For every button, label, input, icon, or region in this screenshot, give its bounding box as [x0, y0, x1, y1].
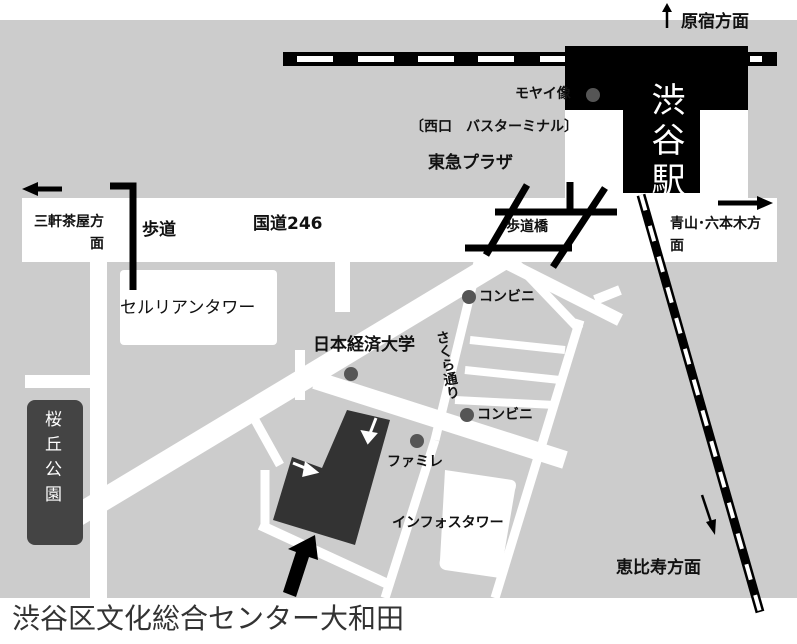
- university-label: 日本経済大学: [313, 335, 415, 355]
- cerulean-tower-label: セルリアンタワー: [120, 298, 256, 318]
- poi-dots: [344, 88, 600, 448]
- cerulean-tower-block: [120, 270, 277, 345]
- side-streets: [39, 248, 623, 600]
- tokyu-plaza-label: 東急プラザ: [428, 153, 513, 173]
- bus-terminal-label: 〔西口 バスターミナル〕: [410, 119, 578, 135]
- famima-label: ファミレ: [387, 454, 443, 470]
- moyai-label: モヤイ像: [515, 86, 571, 102]
- park-label: 桜丘公園: [41, 410, 61, 510]
- sakuragaoka-park: [27, 400, 83, 545]
- infos-tower-label: インフォスタワー: [392, 515, 504, 531]
- conveni-label-1: コンビニ: [479, 289, 535, 305]
- aoyama-direction: 青山･六本木方面: [670, 216, 761, 254]
- map-title: 渋谷区文化総合センター大和田: [12, 602, 405, 635]
- venue-pointer-arrow: [283, 535, 318, 597]
- footbridge-icon: [465, 182, 617, 269]
- conveni-label-2: コンビニ: [477, 407, 533, 423]
- infos-tower-block: [439, 470, 516, 578]
- station-name: 渋谷駅: [645, 82, 685, 202]
- ebisu-direction: 恵比寿方面: [616, 558, 701, 578]
- route-246-label: 国道246: [253, 214, 323, 234]
- sangenjaya-direction: 三軒茶屋方面: [34, 214, 104, 252]
- sidewalk-label: 歩道: [142, 220, 176, 240]
- venue-building: [273, 410, 390, 545]
- harajuku-direction: 原宿方面: [681, 12, 749, 32]
- direction-arrows: [22, 3, 773, 535]
- footbridge-label: 歩道橋: [506, 219, 548, 235]
- sidewalk-marker: [110, 182, 137, 290]
